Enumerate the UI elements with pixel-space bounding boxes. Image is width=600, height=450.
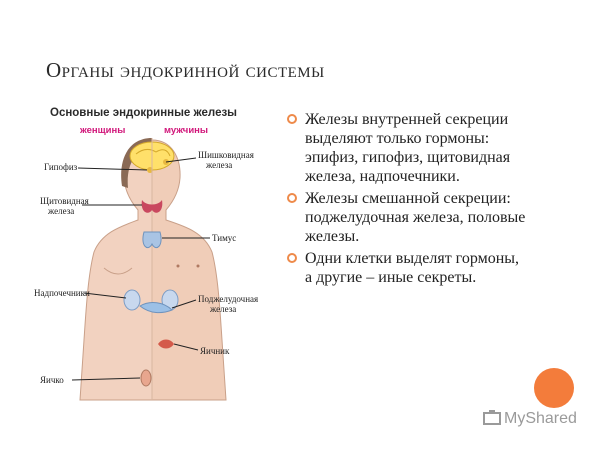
watermark: MyShared [483,410,577,428]
bullet-text: Одни клетки выделят гормоны, а другие – … [305,250,520,286]
testis [140,369,152,387]
women-label: женщины [80,125,126,136]
men-label: мужчины [164,125,209,136]
ovary [158,339,174,349]
female-hair [121,138,152,188]
pancreas [139,302,173,314]
label-pancreas-line2: железа [210,304,237,314]
bullet-item: Железы смешанной секреции: поджелудочная… [287,189,527,246]
watermark-text: MyShared [504,410,577,427]
label-pineal-line2: железа [206,160,233,170]
figure-heading: Основные эндокринные железы [50,107,237,119]
bullet-item: Железы внутренней секреции выделяют толь… [287,110,527,186]
label-pancreas-line1: Поджелудочная [198,294,259,304]
label-testis: Яичко [40,375,64,385]
slide-title: Органы эндокринной системы [46,58,325,82]
label-ovary: Яичник [200,346,230,356]
label-pineal-line1: Шишковидная [198,150,254,160]
bullet-text: Железы внутренней секреции выделяют толь… [305,111,511,185]
bullet-item: Одни клетки выделят гормоны, а другие – … [287,249,527,287]
thyroid [141,200,163,213]
thymus [142,231,162,248]
bullet-circle-icon [287,253,297,263]
label-thyroid-line1: Щитовидная [40,196,89,206]
female-body-half [79,139,153,401]
label-thymus: Тимус [212,233,237,243]
adrenal-left [123,289,141,311]
bullet-list: Железы внутренней секреции выделяют толь… [287,110,527,290]
decorative-orange-circle [534,368,574,408]
bullet-circle-icon [287,193,297,203]
label-pituitary: Гипофиз [44,162,78,172]
myshared-logo-icon [483,410,501,425]
label-adrenal: Надпочечники [34,288,90,298]
bullet-text: Железы смешанной секреции: поджелудочная… [305,190,526,245]
label-thyroid-line2: железа [48,206,75,216]
male-body-half [151,139,227,401]
bullet-circle-icon [287,114,297,124]
